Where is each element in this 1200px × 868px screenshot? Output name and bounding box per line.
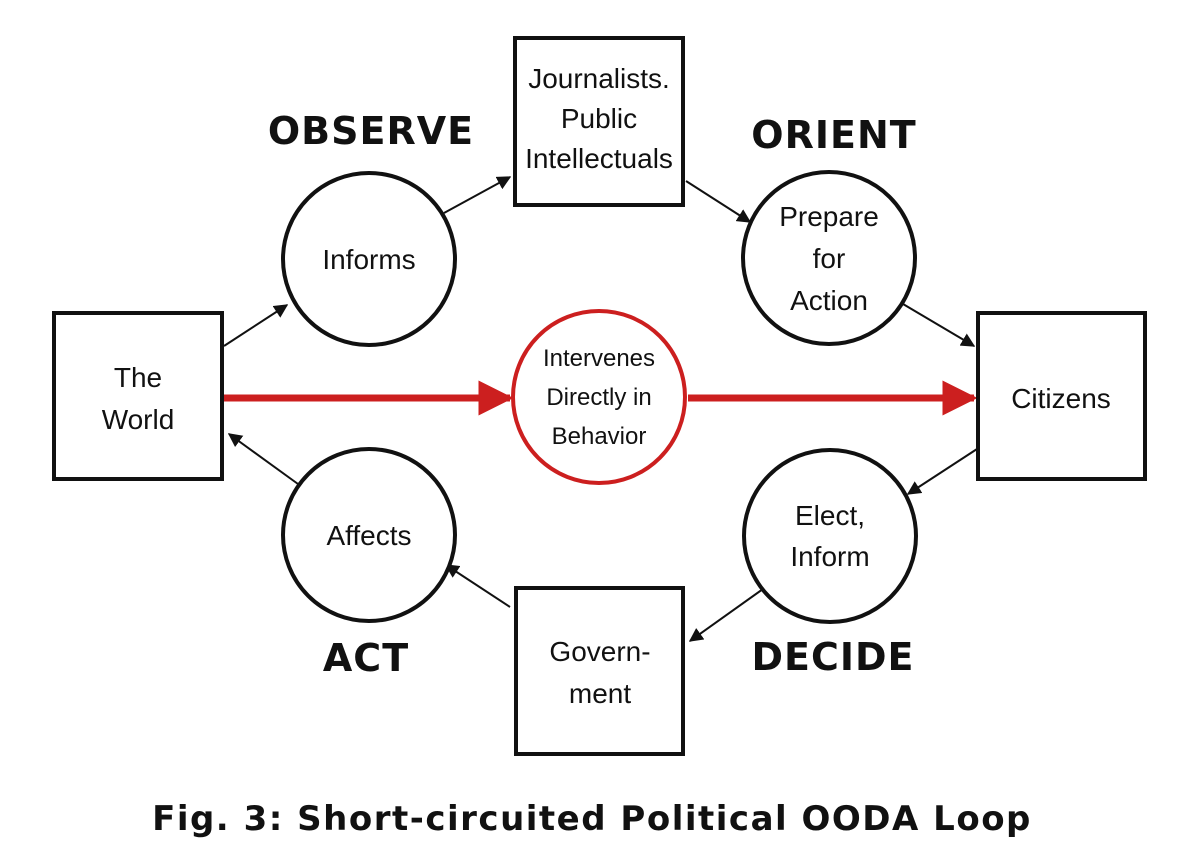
citizens-label: Citizens [1011,383,1111,414]
elect-label-line-1: Elect, [795,500,865,531]
citizens-box: Citizens [976,311,1147,481]
affects-label: Affects [326,520,411,551]
prepare-circle: Prepare for Action [741,170,917,346]
stage-label-decide: DECIDE [751,635,914,679]
stage-label-act: ACT [323,636,409,680]
arrow-elect-to-government [688,588,764,642]
elect-label-line-2: Inform [790,541,869,572]
government-label-line-1: Govern- [549,636,650,667]
stage-label-orient: ORIENT [751,113,916,157]
elect-circle: Elect, Inform [742,448,918,624]
world-box: The World [52,311,224,481]
journalists-box: Journalists. Public Intellectuals [513,36,685,207]
prepare-label-line-1: Prepare [779,201,879,232]
informs-circle: Informs [281,171,457,347]
arrow-world-to-informs [223,304,289,347]
intervenes-label-line-2: Directly in [546,384,651,411]
figure-caption: Fig. 3: Short-circuited Political OODA L… [152,799,1032,839]
government-box: Govern- ment [514,586,685,756]
government-label-line-2: ment [569,678,631,709]
arrow-prepare-to-citizens [902,303,976,347]
informs-label: Informs [322,244,415,275]
intervenes-label-line-3: Behavior [552,423,647,450]
world-label-line-2: World [102,404,175,435]
journalists-label-line-1: Journalists. [528,63,670,94]
intervenes-label-line-1: Intervenes [543,345,655,372]
prepare-label-line-3: Action [790,285,868,316]
intervenes-circle: Intervenes Directly in Behavior [511,309,687,485]
arrow-government-to-affects [444,564,511,608]
arrow-informs-to-journalists [443,176,512,214]
world-label-line-1: The [114,362,162,393]
journalists-label-line-2: Public [561,103,637,134]
affects-circle: Affects [281,447,457,623]
journalists-label-line-3: Intellectuals [525,143,673,174]
arrow-affects-to-world [227,433,299,485]
prepare-label-line-2: for [813,243,846,274]
arrow-journalists-to-prepare [685,180,752,223]
arrow-citizens-to-elect [906,448,978,495]
stage-label-observe: OBSERVE [268,109,474,153]
